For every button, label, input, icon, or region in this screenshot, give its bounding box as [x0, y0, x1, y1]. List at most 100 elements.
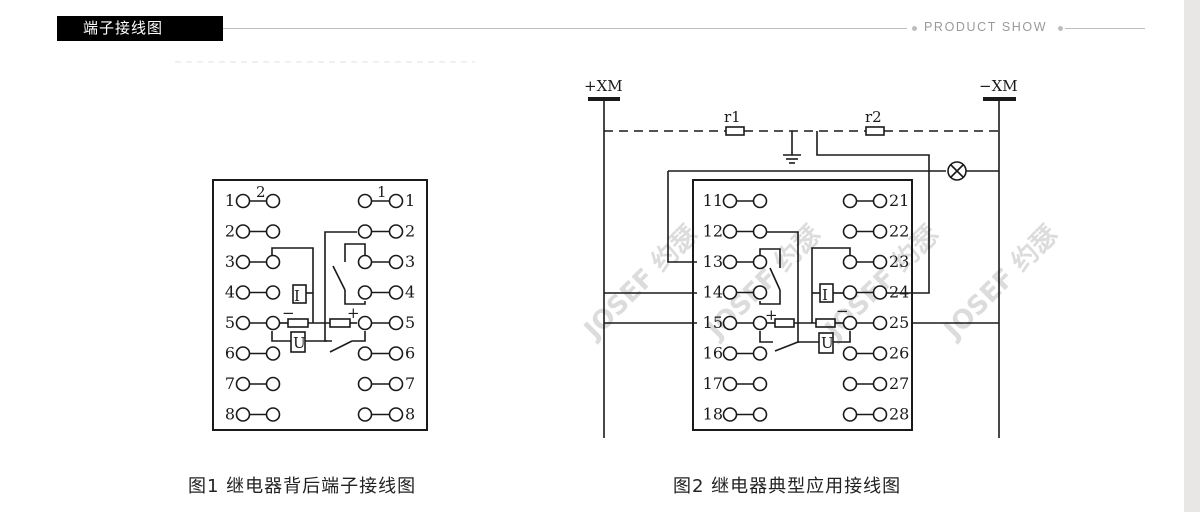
- terminal-circle: [235, 224, 251, 239]
- terminal-number-left: 11: [703, 191, 723, 210]
- terminal-circle: [872, 285, 888, 300]
- terminal-circle: [722, 376, 738, 392]
- terminal-circle: [357, 224, 373, 239]
- terminal-number-right: 8: [405, 405, 415, 424]
- terminal-circle: [388, 224, 404, 239]
- fig2-internal-wiring: [759, 231, 851, 354]
- terminal-circle: [265, 193, 281, 209]
- terminal-circle: [265, 407, 281, 422]
- terminal-circle: [872, 376, 888, 392]
- figure1-caption: 图1 继电器背后端子接线图: [188, 476, 417, 497]
- faded-text-line: [175, 61, 475, 63]
- header-divider-right: [1065, 28, 1145, 29]
- terminal-circle: [872, 315, 888, 331]
- terminal-circle: [722, 224, 738, 239]
- terminal-circle: [872, 407, 888, 422]
- terminal-circle: [357, 315, 373, 331]
- terminal-circle: [357, 407, 373, 422]
- terminal-circle: [872, 346, 888, 361]
- terminal-circle: [357, 346, 373, 361]
- terminal-circle: [388, 254, 404, 270]
- fig1-plus-sign: +: [347, 304, 360, 322]
- terminal-number-left: 6: [225, 344, 235, 363]
- terminal-number-left: 18: [703, 405, 723, 424]
- terminal-circle: [842, 193, 858, 209]
- terminal-circle: [265, 346, 281, 361]
- terminal-circle: [265, 224, 281, 239]
- fig1-minus-sign: −: [282, 304, 295, 322]
- header-dot-right: [1058, 26, 1063, 31]
- resistor-r1: [725, 126, 745, 136]
- terminal-circle: [722, 285, 738, 300]
- fig1-contact-label-1: 1: [377, 183, 387, 201]
- terminal-circle: [235, 315, 251, 331]
- fig1-current-coil: [292, 284, 307, 304]
- terminal-circle: [388, 407, 404, 422]
- terminal-circle: [842, 315, 858, 331]
- fig2-minus-sign: −: [836, 302, 849, 320]
- terminal-number-right: 7: [405, 374, 415, 393]
- fig1-internal-wiring: [271, 231, 366, 353]
- terminal-number-left: 1: [225, 191, 235, 210]
- terminal-number-left: 15: [703, 313, 723, 332]
- terminal-number-left: 13: [703, 252, 723, 271]
- terminal-number-left: 5: [225, 313, 235, 332]
- bus-positive-label: +XM: [584, 77, 623, 95]
- fig2-current-coil-label: I: [822, 286, 828, 304]
- terminal-number-left: 4: [225, 283, 235, 302]
- header-divider-left: [223, 28, 907, 29]
- fig2-relay-body: [692, 179, 913, 431]
- terminal-number-right: 27: [889, 374, 909, 393]
- fig1-voltage-coil-label: U: [293, 334, 306, 352]
- fig1-current-coil-label: I: [294, 287, 300, 305]
- signal-lamp-icon: [947, 161, 967, 181]
- terminal-circle: [722, 254, 738, 270]
- figure2-diagram: +XM −XM r1 r2: [584, 77, 1018, 438]
- terminal-circle: [235, 254, 251, 270]
- terminal-circle: [265, 254, 281, 270]
- scrollbar-track[interactable]: [1184, 0, 1200, 512]
- header-dot-left: [912, 26, 917, 31]
- fig2-plus-sign: +: [765, 306, 778, 324]
- terminal-circle: [752, 285, 768, 300]
- resistor-r2-label: r2: [865, 108, 882, 126]
- terminal-number-left: 2: [225, 222, 235, 241]
- terminal-circle: [722, 407, 738, 422]
- terminal-circle: [842, 285, 858, 300]
- terminal-circle: [722, 193, 738, 209]
- terminal-number-right: 22: [889, 222, 909, 241]
- terminal-circle: [752, 254, 768, 270]
- terminal-circle: [752, 193, 768, 209]
- product-show-label: PRODUCT SHOW: [924, 20, 1048, 34]
- fig1-contact-label-2: 2: [256, 183, 266, 201]
- terminal-circle: [388, 315, 404, 331]
- terminal-circle: [388, 193, 404, 209]
- terminal-number-right: 2: [405, 222, 415, 241]
- terminal-circle: [388, 285, 404, 300]
- resistor-r1-label: r1: [724, 108, 741, 126]
- terminal-number-right: 3: [405, 252, 415, 271]
- terminal-circle: [842, 224, 858, 239]
- terminal-number-right: 28: [889, 405, 909, 424]
- terminal-number-left: 8: [225, 405, 235, 424]
- terminal-circle: [842, 346, 858, 361]
- terminal-number-right: 21: [889, 191, 909, 210]
- terminal-circle: [235, 285, 251, 300]
- terminal-number-left: 17: [703, 374, 723, 393]
- section-header: 端子接线图 PRODUCT SHOW: [0, 0, 1200, 60]
- terminal-circle: [357, 193, 373, 209]
- terminal-circle: [752, 315, 768, 331]
- terminal-circle: [265, 376, 281, 392]
- section-title: 端子接线图: [57, 16, 223, 41]
- bus-negative-bar: [983, 97, 1016, 101]
- terminal-circle: [752, 407, 768, 422]
- bus-positive-bar: [588, 97, 620, 101]
